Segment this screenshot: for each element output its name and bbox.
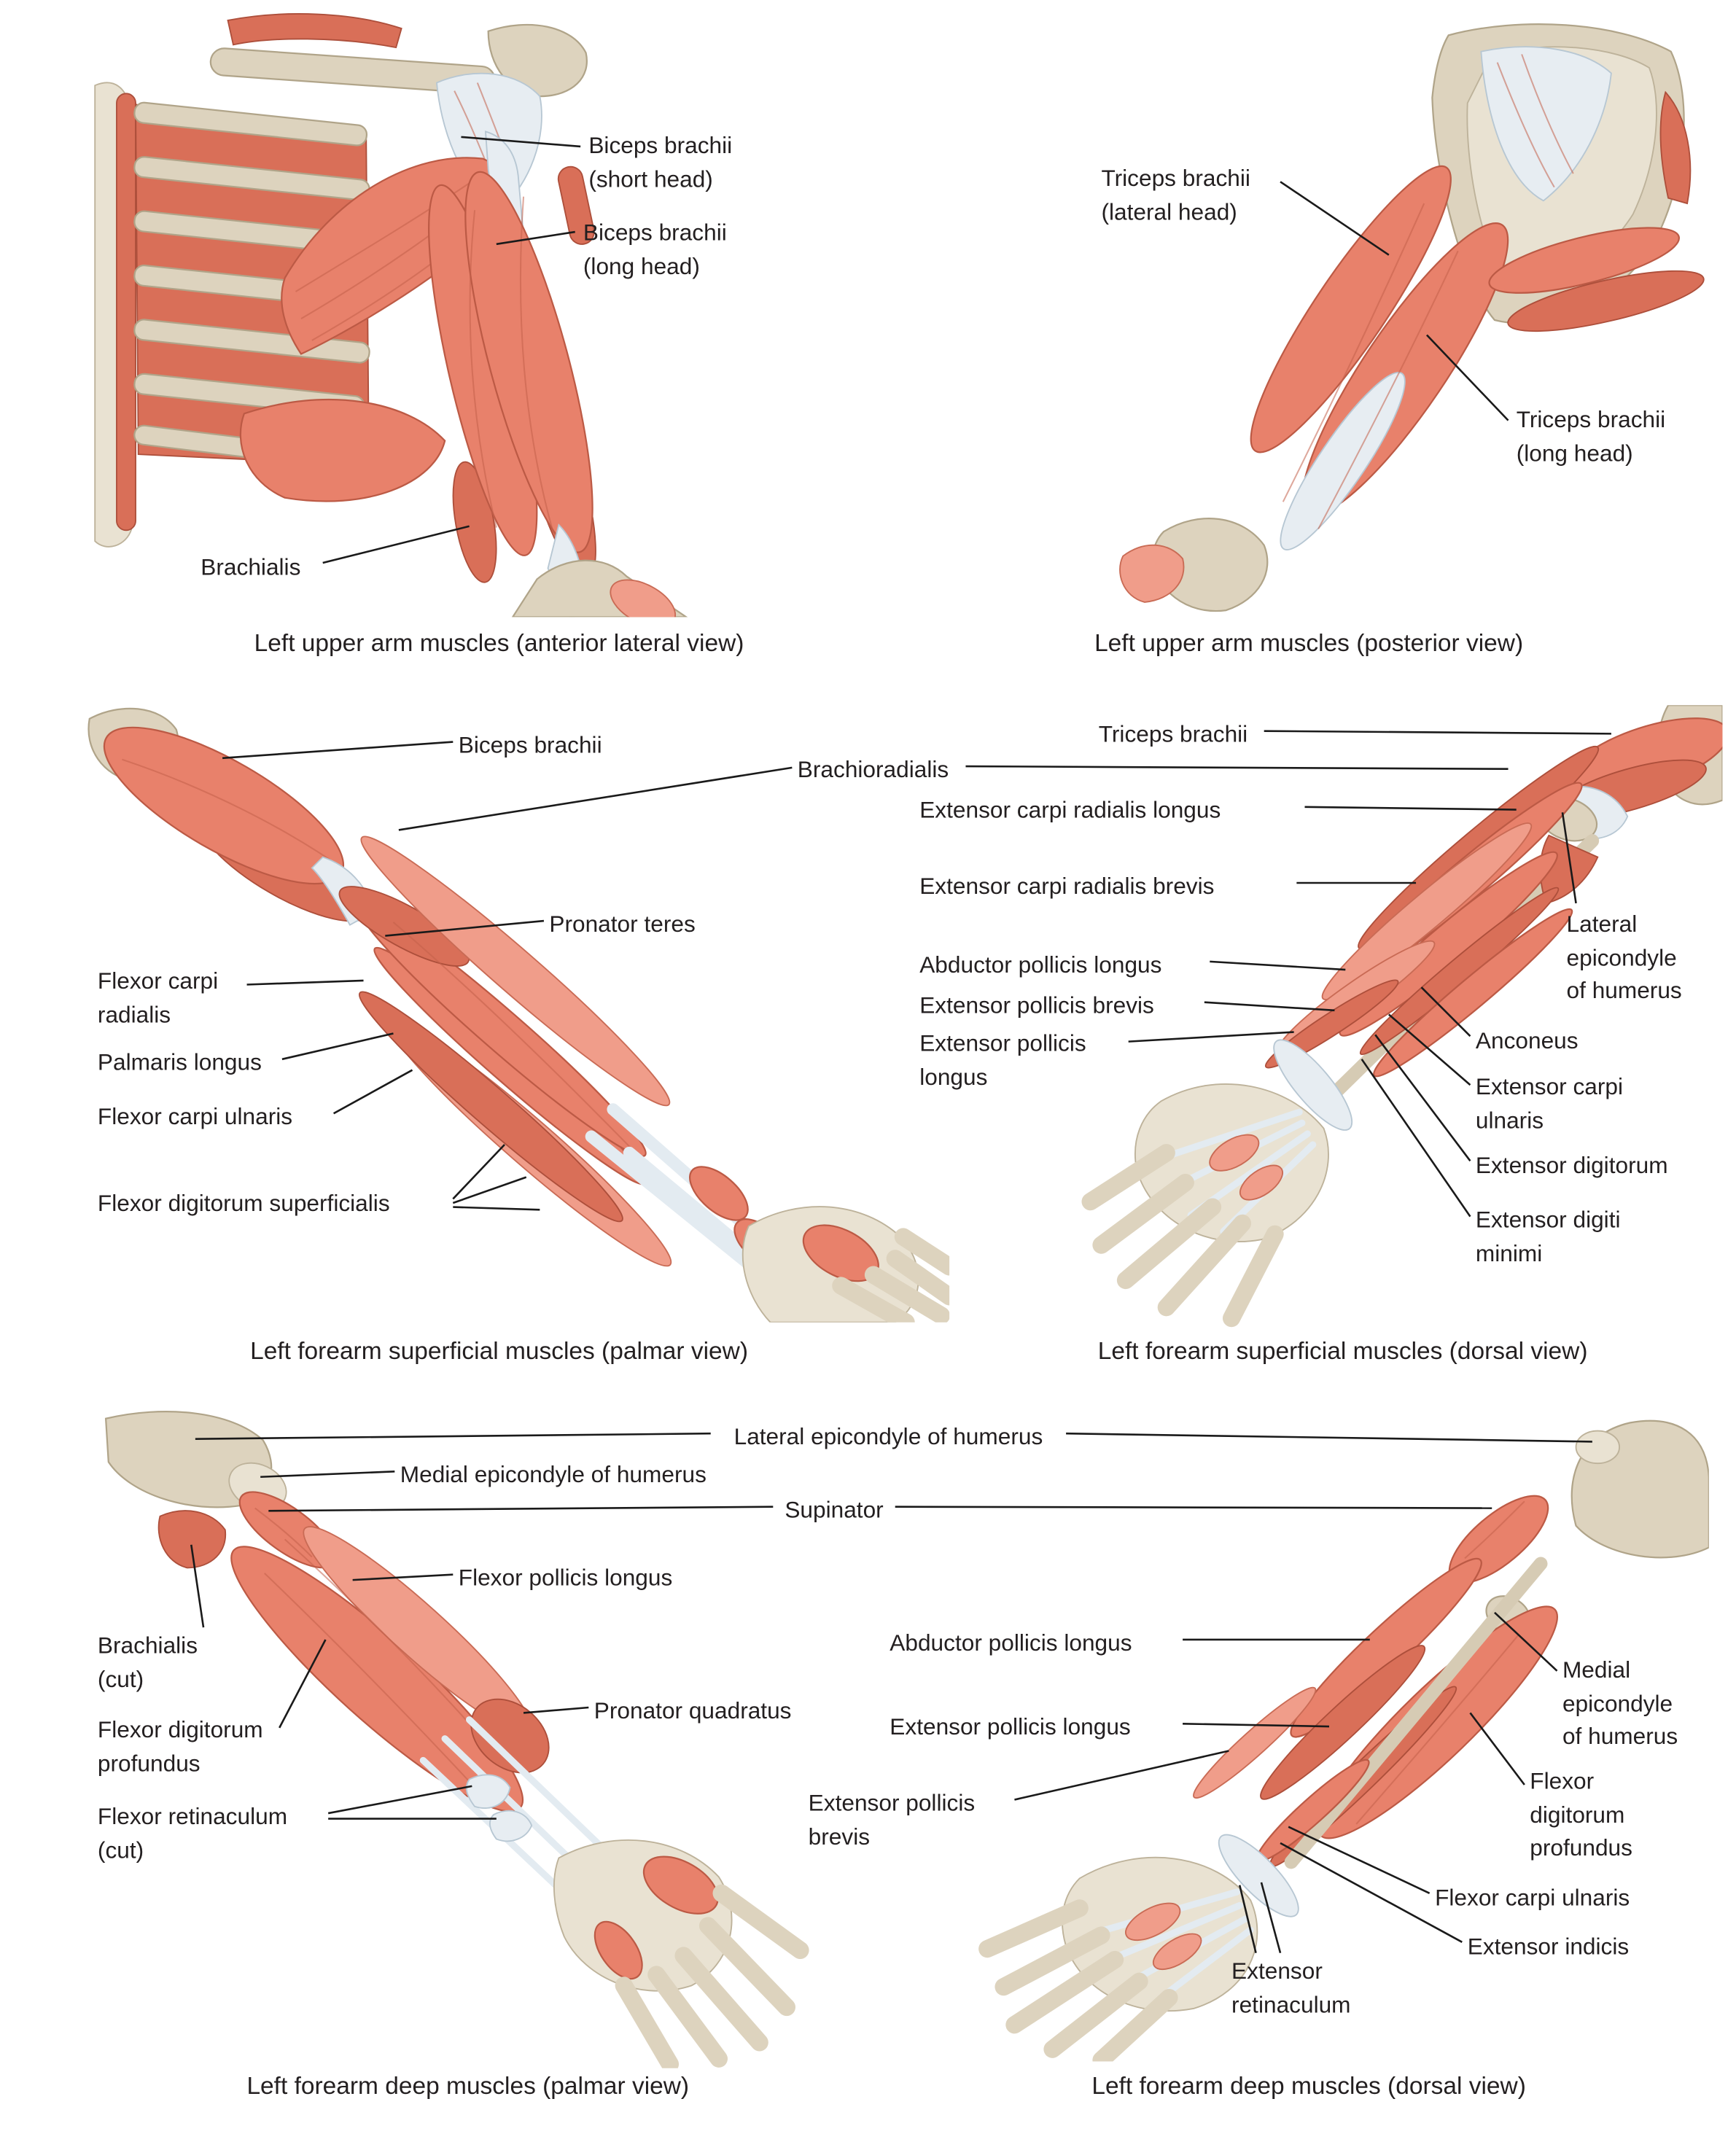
label-brachialis: Brachialis xyxy=(201,554,301,581)
interossei-shape xyxy=(1125,1902,1181,1942)
label-flexor-carpi-ulnaris: Flexor carpi ulnaris xyxy=(97,1104,293,1130)
label-extensor-digitorum: Extensor digitorum xyxy=(1475,1153,1668,1179)
label-medial-epicondyle-deep: Medial epicondyle of humerus xyxy=(1562,1657,1678,1750)
label-extensor-digiti-minimi: Extensor digiti minimi xyxy=(1475,1207,1621,1266)
flexor-carpi-ulnaris-shape xyxy=(358,991,623,1223)
label-supinator: Supinator xyxy=(785,1497,884,1524)
label-abductor-pollicis-longus-deep: Abductor pollicis longus xyxy=(890,1629,1132,1656)
illustration-forearm-superficial-palmar xyxy=(87,707,950,1323)
label-pronator-teres: Pronator teres xyxy=(549,911,696,938)
label-extensor-pollicis-brevis-deep: Extensor pollicis brevis xyxy=(808,1790,976,1850)
triceps-lateral-head-shape xyxy=(1250,165,1452,453)
label-lateral-epicondyle: Lateral epicondyle of humerus xyxy=(1566,911,1682,1005)
label-biceps-brachii-short-head: Biceps brachii (short head) xyxy=(588,133,733,192)
label-flexor-digitorum-profundus: Flexor digitorum profundus xyxy=(97,1717,263,1777)
extensor-carpi-radialis-brevis-shape xyxy=(1321,822,1533,1000)
label-flexor-carpi-radialis: Flexor carpi radialis xyxy=(97,968,219,1028)
infraspinatus-tendon-shape xyxy=(1480,46,1612,202)
serratus-shape xyxy=(239,398,446,502)
label-flexor-digitorum-superficialis: Flexor digitorum superficialis xyxy=(97,1191,390,1217)
extensor-pollicis-brevis-shape xyxy=(1264,979,1399,1069)
fascia-edge-shape xyxy=(116,93,136,531)
label-extensor-retinaculum: Extensor retinaculum xyxy=(1231,1958,1351,2018)
teres-minor-shape xyxy=(1488,227,1681,294)
label-pronator-quadratus: Pronator quadratus xyxy=(593,1697,792,1724)
label-brachialis-cut: Brachialis (cut) xyxy=(97,1632,198,1692)
caption-forearm-deep-palmar: Left forearm deep muscles (palmar view) xyxy=(246,2072,690,2100)
label-medial-epicondyle-of-humerus: Medial epicondyle of humerus xyxy=(400,1462,707,1488)
biceps-brachii-shape xyxy=(103,726,345,885)
label-biceps-brachii: Biceps brachii xyxy=(458,732,602,758)
label-triceps-long-head: Triceps brachii (long head) xyxy=(1516,407,1666,467)
caption-upper-arm-anterior: Left upper arm muscles (anterior lateral… xyxy=(254,629,744,657)
label-flexor-retinaculum-cut: Flexor retinaculum (cut) xyxy=(97,1804,288,1863)
label-extensor-pollicis-brevis: Extensor pollicis brevis xyxy=(919,992,1154,1019)
label-extensor-indicis: Extensor indicis xyxy=(1467,1933,1630,1960)
label-biceps-brachii-long-head: Biceps brachii (long head) xyxy=(583,219,727,279)
label-extensor-carpi-radialis-brevis: Extensor carpi radialis brevis xyxy=(919,873,1215,900)
caption-forearm-deep-dorsal: Left forearm deep muscles (dorsal view) xyxy=(1091,2072,1526,2100)
label-anconeus: Anconeus xyxy=(1475,1028,1579,1054)
label-extensor-carpi-radialis-longus: Extensor carpi radialis longus xyxy=(919,797,1221,824)
caption-forearm-superficial-dorsal: Left forearm superficial muscles (dorsal… xyxy=(1097,1337,1588,1365)
triceps-tendon-shape xyxy=(1280,371,1406,550)
label-triceps-brachii: Triceps brachii xyxy=(1098,721,1248,747)
label-triceps-lateral-head: Triceps brachii (lateral head) xyxy=(1101,165,1250,225)
coracobrachialis-shape xyxy=(557,165,595,245)
brachioradialis-shape xyxy=(360,836,671,1107)
caption-upper-arm-posterior: Left upper arm muscles (posterior view) xyxy=(1094,629,1524,657)
label-extensor-pollicis-longus-deep: Extensor pollicis longus xyxy=(890,1714,1131,1740)
brachialis-cut-shape xyxy=(157,1510,227,1569)
label-extensor-carpi-ulnaris: Extensor carpi ulnaris xyxy=(1475,1074,1624,1134)
label-flexor-carpi-ulnaris-deep: Flexor carpi ulnaris xyxy=(1435,1885,1630,1912)
illustration-forearm-deep-dorsal xyxy=(978,1419,1709,2062)
trapezius-cut-shape xyxy=(227,13,402,49)
label-flexor-digitorum-profundus-deep: Flexor digitorum profundus xyxy=(1530,1768,1632,1861)
illustration-forearm-superficial-dorsal xyxy=(1081,705,1723,1328)
biceps-long-head-shape xyxy=(464,171,593,553)
teres-major-shape xyxy=(1507,270,1705,332)
label-lateral-epicondyle-of-humerus: Lateral epicondyle of humerus xyxy=(733,1424,1043,1450)
label-brachioradialis: Brachioradialis xyxy=(797,756,949,783)
label-flexor-pollicis-longus: Flexor pollicis longus xyxy=(458,1565,673,1592)
caption-forearm-superficial-palmar: Left forearm superficial muscles (palmar… xyxy=(250,1337,749,1365)
illustration-upper-arm-posterior xyxy=(1119,23,1705,612)
illustration-upper-arm-anterior xyxy=(94,13,688,618)
extensor-pollicis-longus-shape xyxy=(1260,1645,1426,1800)
interossei-shape xyxy=(1209,1134,1260,1172)
thenar-muscles-shape xyxy=(642,1855,719,1915)
label-extensor-pollicis-longus: Extensor pollicis longus xyxy=(919,1030,1086,1090)
label-palmaris-longus: Palmaris longus xyxy=(97,1049,262,1076)
label-abductor-pollicis-longus: Abductor pollicis longus xyxy=(919,951,1162,978)
